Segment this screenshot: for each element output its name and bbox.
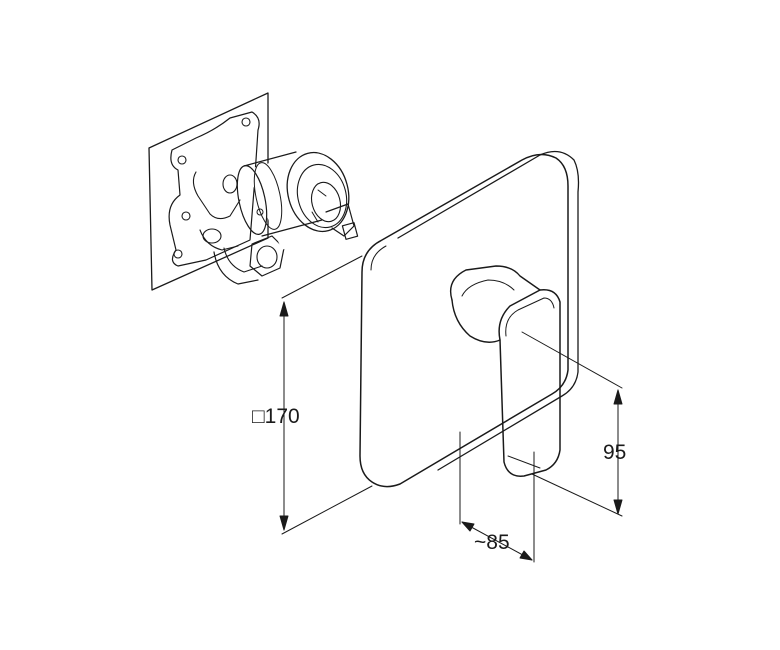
cover-plate-icon xyxy=(359,150,580,488)
dimension-85 xyxy=(459,431,535,563)
handle-height-label: 95 xyxy=(603,441,627,464)
projection-depth-label: ~85 xyxy=(474,531,510,554)
lever-handle-icon xyxy=(449,265,561,477)
cover-plate-size-label: □170 xyxy=(252,405,300,428)
dimension-170 xyxy=(279,255,373,535)
dimension-95 xyxy=(521,331,623,517)
valve-body-icon xyxy=(148,92,359,291)
